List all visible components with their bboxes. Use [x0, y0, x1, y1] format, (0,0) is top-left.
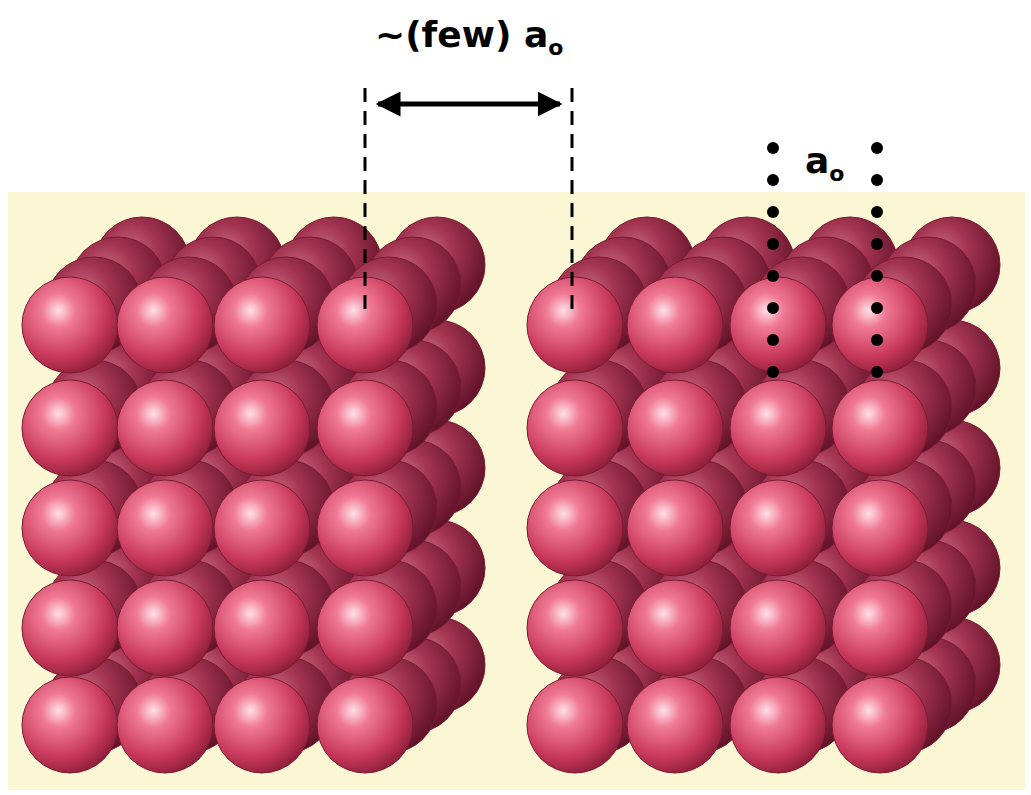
- atom-sphere: [730, 480, 826, 576]
- atom-sphere: [214, 380, 310, 476]
- dashed-guide: [571, 88, 574, 318]
- label-text: ~(few) a: [375, 14, 548, 55]
- atom-sphere: [117, 580, 213, 676]
- atom-sphere: [730, 380, 826, 476]
- guide-dot: [871, 334, 883, 346]
- dashed-guide: [364, 88, 367, 318]
- guide-dot: [767, 174, 779, 186]
- atom-sphere: [317, 380, 413, 476]
- guide-dot: [767, 366, 779, 378]
- guide-dot: [767, 142, 779, 154]
- atom-sphere: [317, 677, 413, 773]
- guide-dot: [871, 366, 883, 378]
- atom-sphere: [730, 277, 826, 373]
- atom-sphere: [22, 677, 118, 773]
- label-text: a: [805, 140, 829, 181]
- atom-sphere: [117, 677, 213, 773]
- atom-sphere: [832, 677, 928, 773]
- atom-sphere: [627, 580, 723, 676]
- atom-sphere: [214, 277, 310, 373]
- guide-dot: [767, 270, 779, 282]
- dimension-label: ~(few) ao: [375, 14, 563, 55]
- atom-sphere: [22, 380, 118, 476]
- guide-dot: [767, 302, 779, 314]
- atom-sphere: [627, 480, 723, 576]
- atom-sphere: [117, 380, 213, 476]
- dimension-arrow: [378, 102, 560, 107]
- atom-sphere: [832, 480, 928, 576]
- atom-sphere: [627, 277, 723, 373]
- guide-dot: [871, 302, 883, 314]
- subscript-text: o: [548, 35, 563, 60]
- atom-sphere: [214, 677, 310, 773]
- atom-sphere: [317, 277, 413, 373]
- atom-sphere: [117, 480, 213, 576]
- guide-dot: [767, 206, 779, 218]
- atom-sphere: [22, 580, 118, 676]
- guide-dot: [871, 270, 883, 282]
- atom-sphere: [832, 580, 928, 676]
- atom-sphere: [730, 580, 826, 676]
- atom-sphere: [627, 677, 723, 773]
- atom-sphere: [214, 480, 310, 576]
- guide-dot: [767, 238, 779, 250]
- atom-sphere: [527, 580, 623, 676]
- atom-sphere: [527, 380, 623, 476]
- atom-sphere: [22, 480, 118, 576]
- atom-sphere: [527, 277, 623, 373]
- atom-sphere: [214, 580, 310, 676]
- atom-sphere: [317, 580, 413, 676]
- atom-sphere: [832, 277, 928, 373]
- atom-sphere: [527, 677, 623, 773]
- atom-sphere: [527, 480, 623, 576]
- atom-sphere: [730, 677, 826, 773]
- atom-sphere: [117, 277, 213, 373]
- guide-dot: [871, 206, 883, 218]
- atom-sphere: [627, 380, 723, 476]
- guide-dot: [871, 238, 883, 250]
- background-panel: [8, 192, 1025, 790]
- guide-dot: [871, 174, 883, 186]
- dimension-label: ao: [805, 140, 844, 181]
- guide-dot: [871, 142, 883, 154]
- sphere-group: [22, 217, 1000, 773]
- atom-sphere: [22, 277, 118, 373]
- atom-sphere: [832, 380, 928, 476]
- guide-dot: [767, 334, 779, 346]
- subscript-text: o: [829, 161, 844, 186]
- atom-sphere: [317, 480, 413, 576]
